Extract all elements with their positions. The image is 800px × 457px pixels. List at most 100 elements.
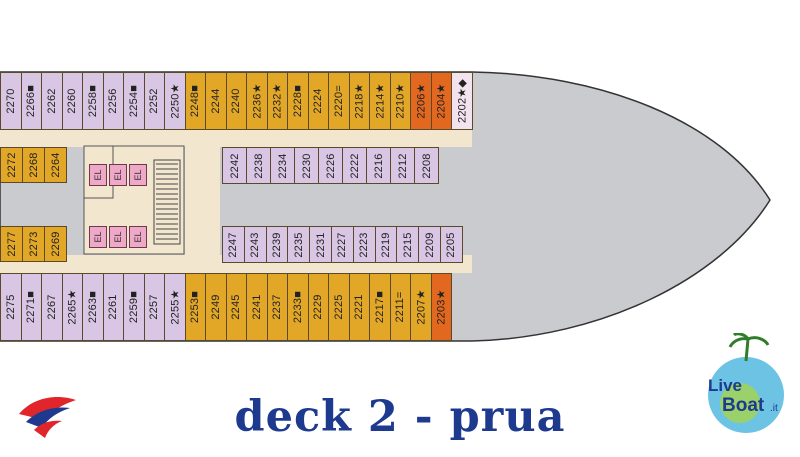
cabin-2269: 2269 bbox=[44, 226, 67, 262]
cabin-2211: 2211= bbox=[389, 273, 411, 341]
cabin-2209: 2209 bbox=[418, 226, 441, 263]
cabin-number: 2239 bbox=[270, 231, 283, 258]
cabin-2236: 2236★ bbox=[246, 72, 268, 130]
cabin-number: 2258■ bbox=[86, 84, 99, 118]
cabin-number: 2277 bbox=[5, 231, 18, 257]
cabin-2205: 2205 bbox=[440, 226, 463, 263]
cabin-2234: 2234 bbox=[270, 147, 295, 184]
cabin-number: 2211= bbox=[394, 291, 407, 323]
cabin-2218: 2218★ bbox=[348, 72, 370, 130]
cabin-number: 2238 bbox=[252, 152, 265, 179]
cabin-2239: 2239 bbox=[265, 226, 289, 263]
cabin-number: 2248■ bbox=[189, 84, 202, 118]
cabin-number: 2256 bbox=[107, 88, 120, 114]
cabin-number: 2260 bbox=[66, 88, 79, 114]
cabin-number: 2255★ bbox=[169, 289, 182, 325]
cabin-number: 2231 bbox=[314, 231, 327, 258]
cabin-number: 2208 bbox=[420, 152, 433, 179]
cabin-2210: 2210★ bbox=[389, 72, 411, 130]
elevator-4: EL bbox=[89, 226, 107, 248]
cabin-2255: 2255★ bbox=[164, 273, 186, 341]
cabin-2241: 2241 bbox=[246, 273, 268, 341]
cabin-number: 2244 bbox=[209, 88, 222, 114]
cabin-2254: 2254■ bbox=[123, 72, 145, 130]
cabin-2266: 2266■ bbox=[20, 72, 42, 130]
cabin-number: 2209 bbox=[423, 231, 436, 258]
cabin-2245: 2245 bbox=[225, 273, 247, 341]
cabin-2232: 2232★ bbox=[266, 72, 288, 130]
cabin-number: 2229 bbox=[312, 294, 325, 320]
cabin-2257: 2257 bbox=[143, 273, 165, 341]
cabin-number: 2207★ bbox=[415, 289, 428, 325]
cabin-2277: 2277 bbox=[0, 226, 23, 262]
cabin-2237: 2237 bbox=[266, 273, 288, 341]
cabin-2227: 2227 bbox=[331, 226, 354, 263]
cabin-2203: 2203★ bbox=[430, 273, 452, 341]
corridor-center bbox=[185, 129, 220, 273]
cabin-2215: 2215 bbox=[396, 226, 420, 263]
cabin-2207: 2207★ bbox=[410, 273, 432, 341]
cabin-number: 2218★ bbox=[353, 83, 366, 119]
cabin-number: 2275 bbox=[4, 294, 17, 320]
brand-live: Live bbox=[708, 376, 742, 395]
cabin-number: 2234 bbox=[276, 152, 289, 179]
cabin-number: 2215 bbox=[401, 231, 414, 258]
cabin-2263: 2263■ bbox=[82, 273, 104, 341]
cabin-number: 2219 bbox=[379, 231, 392, 258]
cabin-2223: 2223 bbox=[352, 226, 376, 263]
cabin-2219: 2219 bbox=[374, 226, 398, 263]
cabin-2235: 2235 bbox=[287, 226, 311, 263]
cabin-number: 2272 bbox=[5, 152, 18, 178]
brand-boat: Boat bbox=[722, 395, 765, 416]
cabin-number: 2230 bbox=[300, 152, 313, 179]
cabin-number: 2265★ bbox=[66, 289, 79, 325]
cabin-number: 2226 bbox=[324, 152, 337, 179]
elevator-5: EL bbox=[109, 226, 127, 248]
cabin-number: 2254■ bbox=[127, 84, 140, 118]
cabin-2231: 2231 bbox=[309, 226, 332, 263]
cabin-number: 2212 bbox=[396, 152, 409, 179]
cabin-number: 2264 bbox=[49, 152, 62, 178]
cabin-number: 2242 bbox=[228, 152, 241, 179]
cabin-number: 2222 bbox=[348, 152, 361, 179]
cabin-number: 2257 bbox=[148, 294, 161, 320]
cabin-number: 2273 bbox=[27, 231, 40, 257]
cabin-number: 2271■ bbox=[25, 290, 38, 324]
cabin-number: 2216 bbox=[372, 152, 385, 179]
cabin-2224: 2224 bbox=[307, 72, 329, 130]
cabin-2249: 2249 bbox=[205, 273, 227, 341]
cabin-number: 2259■ bbox=[127, 290, 140, 324]
cabin-number: 2210★ bbox=[394, 83, 407, 119]
cabin-2243: 2243 bbox=[243, 226, 267, 263]
cabin-number: 2235 bbox=[292, 231, 305, 258]
cabin-number: 2204★ bbox=[435, 83, 448, 119]
cabin-2244: 2244 bbox=[205, 72, 227, 130]
cabin-number: 2217■ bbox=[373, 290, 386, 324]
cabin-number: 2241 bbox=[250, 294, 263, 320]
cabin-2247: 2247 bbox=[222, 226, 245, 263]
cabin-2220: 2220= bbox=[328, 72, 350, 130]
cabin-2270: 2270 bbox=[0, 72, 22, 130]
cabin-2228: 2228■ bbox=[287, 72, 309, 130]
cabin-number: 2220= bbox=[332, 85, 345, 117]
cabin-number: 2203★ bbox=[435, 289, 448, 325]
palm-icon bbox=[728, 333, 770, 362]
cabin-2256: 2256 bbox=[102, 72, 124, 130]
cabin-2221: 2221 bbox=[348, 273, 370, 341]
cabin-2226: 2226 bbox=[318, 147, 343, 184]
cabin-number: 2236★ bbox=[251, 83, 264, 119]
cabin-number: 2224 bbox=[312, 88, 325, 114]
cabin-2248: 2248■ bbox=[184, 72, 206, 130]
stair-outline bbox=[83, 146, 114, 254]
cabin-number: 2268 bbox=[27, 152, 40, 178]
cabin-number: 2266■ bbox=[25, 84, 38, 118]
cabin-number: 2205 bbox=[445, 231, 458, 258]
cabin-2275: 2275 bbox=[0, 273, 22, 341]
cabin-number: 2245 bbox=[230, 294, 243, 320]
cabin-2233: 2233■ bbox=[287, 273, 309, 341]
cabin-number: 2261 bbox=[107, 294, 120, 320]
cabin-2258: 2258■ bbox=[82, 72, 104, 130]
cabin-number: 2249 bbox=[209, 294, 222, 320]
cabin-2253: 2253■ bbox=[184, 273, 206, 341]
cabin-number: 2233■ bbox=[291, 290, 304, 324]
